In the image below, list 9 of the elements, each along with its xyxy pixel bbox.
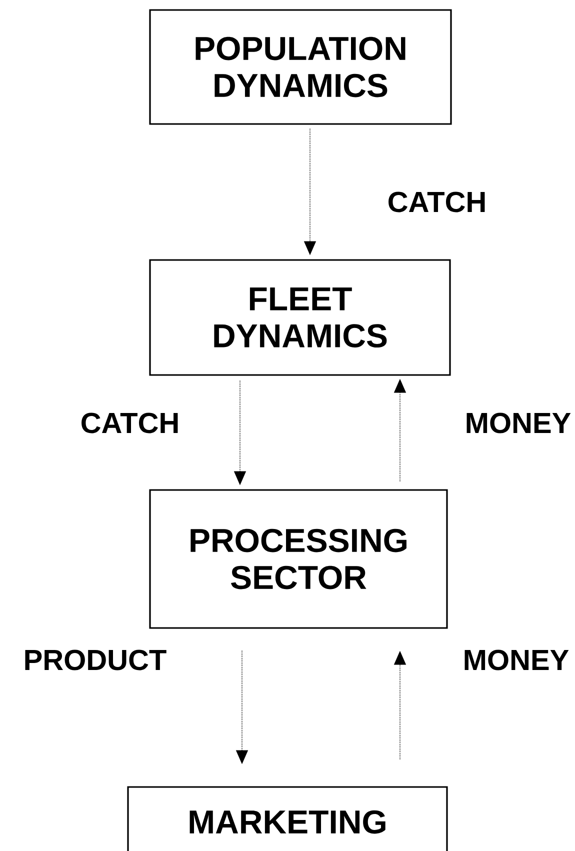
process-box: POPULATION DYNAMICS — [149, 9, 452, 125]
edge-label: CATCH — [386, 190, 488, 214]
edge-label: MONEY — [462, 648, 570, 672]
edge-label: MONEY — [464, 412, 572, 434]
edge-label: PRODUCT — [22, 648, 168, 672]
process-box: MARKETING — [127, 786, 448, 851]
process-box: PROCESSING SECTOR — [149, 489, 448, 629]
process-box: FLEET DYNAMICS — [149, 259, 451, 376]
edge-label: CATCH — [79, 412, 181, 434]
